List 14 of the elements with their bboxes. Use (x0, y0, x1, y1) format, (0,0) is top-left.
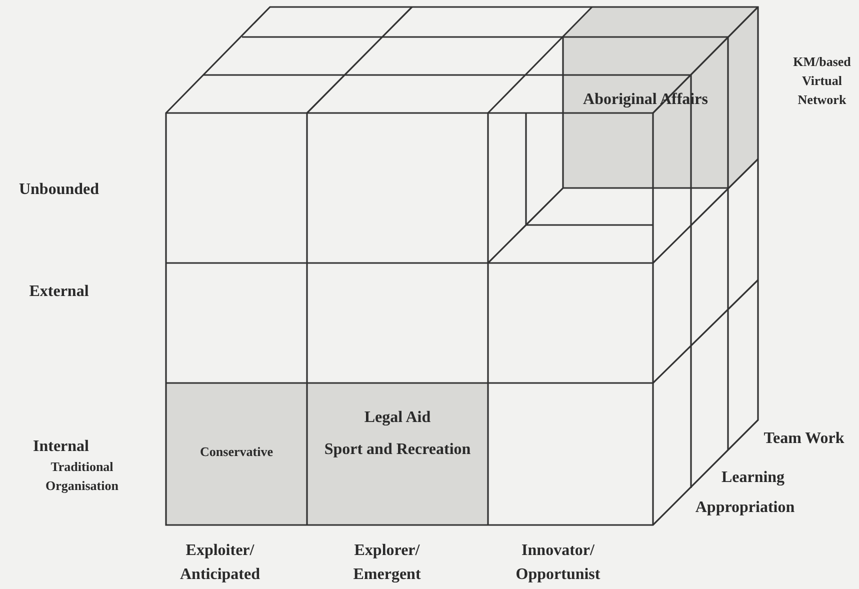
cell-label: Legal Aid (364, 408, 431, 428)
axis-label: External (28, 282, 90, 302)
axis-label: Unbounded (18, 180, 100, 200)
axis-label: Team Work (762, 429, 846, 449)
axis-label: Traditional Organisation (44, 458, 120, 495)
axis-label: Internal (32, 437, 90, 457)
axis-label: Explorer/ Emergent (352, 541, 422, 585)
axis-label: Innovator/ Opportunist (514, 541, 602, 585)
cell-label: Conservative (200, 443, 273, 461)
axis-label: Exploiter/ Anticipated (179, 541, 261, 585)
cell-label: Sport and Recreation (324, 440, 471, 460)
axis-label: Appropriation (694, 498, 796, 518)
dimension-label: KM/based Virtual Network (792, 53, 852, 109)
axis-label: Learning (720, 468, 786, 488)
